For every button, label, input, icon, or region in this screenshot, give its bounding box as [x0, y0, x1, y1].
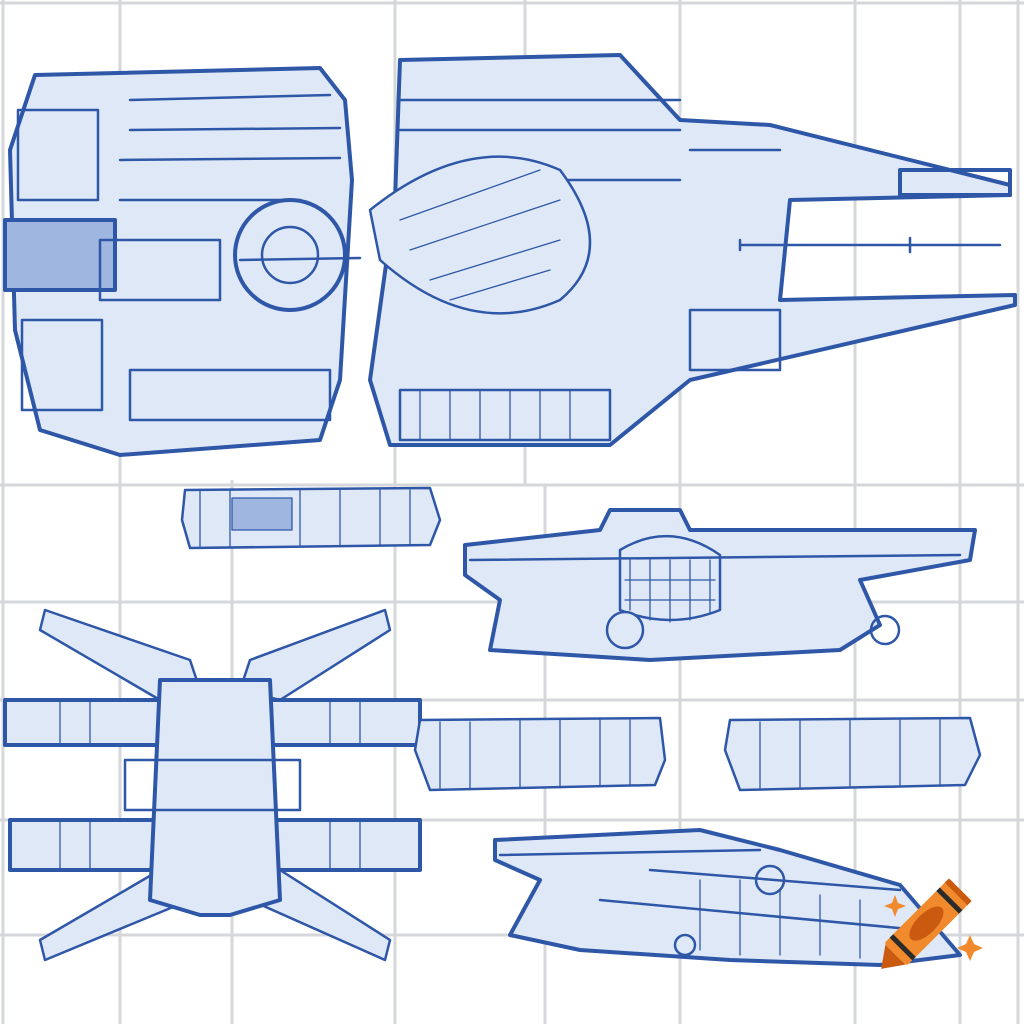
crayon-icon — [881, 878, 972, 969]
cargo-pod-sketch-2 — [723, 716, 982, 792]
crayon-logo — [881, 878, 972, 969]
hull-segment-sketch — [180, 486, 442, 550]
x-wing-craft-sketch — [3, 608, 422, 962]
side-fighter-sketch — [493, 828, 962, 967]
sparkle-icon — [957, 935, 983, 961]
sparkle-icon — [884, 895, 906, 917]
cargo-pod-sketch — [413, 716, 667, 792]
large-spaceship-sketch — [3, 53, 1017, 457]
side-starship-sketch — [463, 508, 977, 662]
